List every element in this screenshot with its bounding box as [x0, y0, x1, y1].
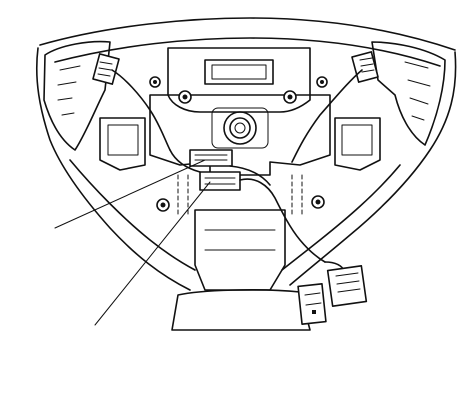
- right-harness: [291, 69, 363, 163]
- left-mount-bracket: [99, 117, 146, 171]
- right-switch-connector: [351, 51, 379, 83]
- leader-lower: [94, 181, 211, 326]
- center-nut-outer: [223, 111, 257, 145]
- column-cover: [171, 289, 311, 331]
- right-switch-pod: [371, 41, 446, 146]
- lower-connector-a: [326, 265, 368, 307]
- right-spoke-inner: [281, 164, 401, 271]
- center-nut: [229, 117, 251, 139]
- left-spoke-inner: [69, 159, 196, 271]
- guide-dashes-left: [177, 174, 189, 216]
- right-mount-bracket: [334, 117, 381, 171]
- left-switch-pod: [43, 40, 111, 151]
- left-spoke: [35, 47, 191, 291]
- leader-upper: [54, 159, 206, 229]
- hub-top-plate: [167, 47, 311, 113]
- wheel-rim-outer: [39, 17, 456, 51]
- cable-reel-connector: [199, 171, 241, 191]
- hub-bracket: [149, 94, 331, 176]
- reel-harness: [239, 178, 326, 263]
- left-switch-slots: [57, 65, 81, 116]
- guide-dashes-right: [291, 174, 303, 216]
- wheel-rim-inner: [54, 37, 441, 67]
- left-harness: [111, 69, 171, 151]
- hub-window: [204, 59, 274, 85]
- right-switch-slots: [404, 61, 431, 121]
- right-spoke: [289, 51, 457, 286]
